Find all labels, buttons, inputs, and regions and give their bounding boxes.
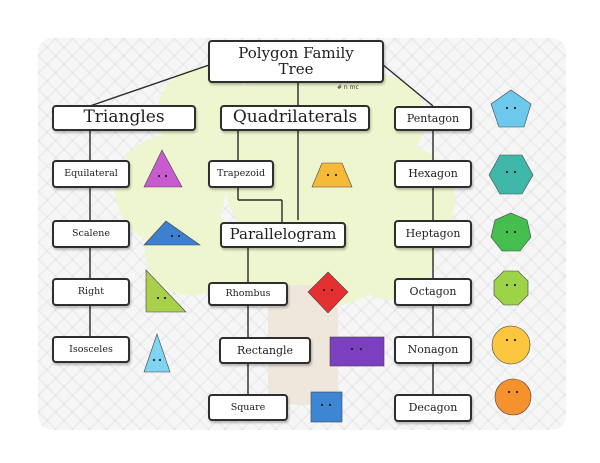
hexagon-node: Hexagon — [394, 160, 472, 188]
right-shape — [145, 269, 187, 313]
heptagon-shape — [490, 212, 532, 252]
decagon-shape — [494, 378, 532, 416]
title-line-2: Tree — [278, 59, 314, 78]
parallelogram-node: Parallelogram — [220, 222, 346, 248]
shape-faces — [152, 106, 519, 407]
isosceles-shape — [143, 333, 171, 373]
trapezoid-shape — [311, 162, 353, 188]
pentagon-shape — [490, 89, 532, 128]
pentagon-node: Pentagon — [394, 106, 472, 131]
hexagon-shape — [488, 154, 534, 195]
quadrilaterals-node: Quadrilaterals — [220, 105, 370, 131]
root-node: Polygon Family Tree — [208, 40, 384, 83]
title-line-1: Polygon Family — [238, 43, 354, 62]
credit-text: # n mc — [337, 84, 359, 91]
tree-canopy — [115, 40, 455, 310]
decagon-node: Decagon — [394, 394, 472, 422]
scalene-shape — [143, 220, 201, 246]
rhombus-shape — [307, 271, 349, 314]
square-shape — [310, 391, 343, 423]
heptagon-node: Heptagon — [394, 220, 472, 248]
nonagon-shape — [491, 325, 531, 365]
octagon-shape — [493, 270, 529, 306]
rectangle-shape — [329, 336, 385, 367]
rectangle-node: Rectangle — [219, 337, 311, 364]
triangles-node: Triangles — [52, 105, 196, 131]
equilateral-shape — [143, 149, 183, 188]
right-node: Right — [52, 278, 130, 306]
connector-lines — [89, 63, 434, 394]
isosceles-node: Isosceles — [52, 336, 130, 363]
square-node: Square — [208, 394, 288, 421]
equilateral-node: Equilateral — [52, 160, 130, 188]
trapezoid-node: Trapezoid — [208, 160, 274, 188]
nonagon-node: Nonagon — [394, 336, 472, 364]
rhombus-node: Rhombus — [208, 282, 288, 306]
scalene-node: Scalene — [52, 220, 130, 248]
octagon-node: Octagon — [394, 278, 472, 306]
